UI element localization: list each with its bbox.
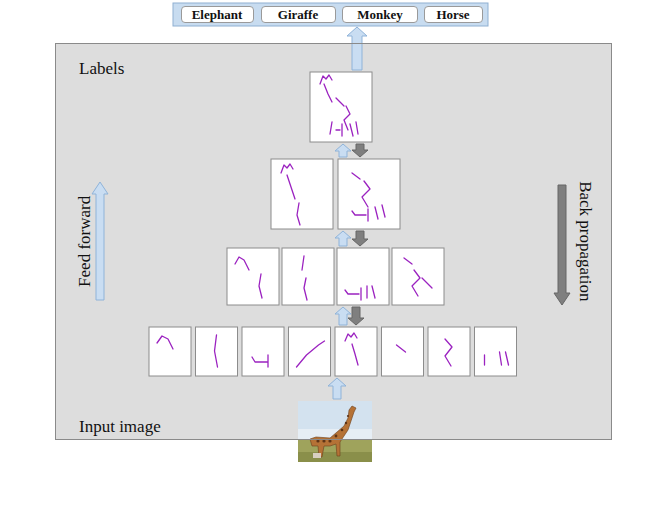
label-band: [173, 3, 488, 26]
direction-label: Back propagation: [575, 181, 594, 301]
class-label: Elephant: [192, 8, 243, 21]
direction-label: Feed forward: [77, 195, 96, 286]
feature-maps: [149, 72, 517, 376]
panel-label: Input image: [79, 418, 161, 437]
giraffe-photo: [298, 401, 372, 462]
panel-label: Labels: [79, 60, 124, 79]
panel-ground: [55, 43, 612, 440]
class-label: Monkey: [357, 8, 403, 21]
feature-strokes: [157, 75, 509, 367]
class-label-box: Monkey: [342, 6, 418, 23]
class-label-box: Giraffe: [261, 6, 336, 23]
class-label-box: Horse: [424, 6, 483, 23]
network-panel: LabelsFeed forward Back propagationInput …: [55, 43, 612, 440]
class-label: Giraffe: [278, 8, 318, 21]
class-label-box: Elephant: [181, 6, 254, 23]
class-label: Horse: [436, 8, 469, 21]
